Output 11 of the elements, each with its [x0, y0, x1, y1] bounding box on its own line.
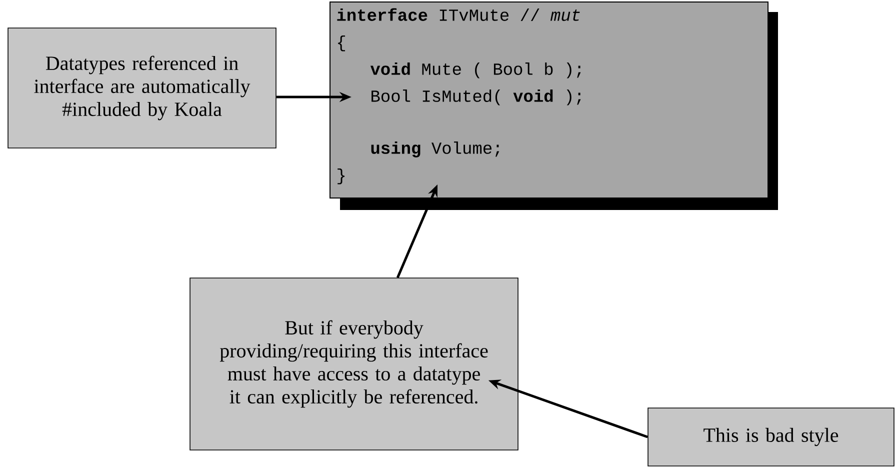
- code-text: interface ITvMute // mut { void Mute ( Bool b ); Bool IsMuted( void ); using Volume; }: [337, 8, 581, 184]
- note-box: Datatypes referenced in interface are automatically #included by Koala: [8, 28, 276, 148]
- node-label: }: [338, 168, 345, 184]
- node-label: interface ITvMute // mut: [337, 8, 580, 21]
- code-box: [330, 2, 768, 198]
- node-label: Bool IsMuted( void );: [372, 89, 581, 106]
- node-label: using Volume;: [371, 141, 500, 158]
- node-label: void Mute ( Bool b );: [370, 62, 581, 78]
- node-label: {: [338, 35, 346, 52]
- note-box: This is bad style: [648, 408, 894, 466]
- note-box: But if everybody providing/requiring this interface must have access to a datatype it can explicitly be referenced.: [190, 278, 518, 450]
